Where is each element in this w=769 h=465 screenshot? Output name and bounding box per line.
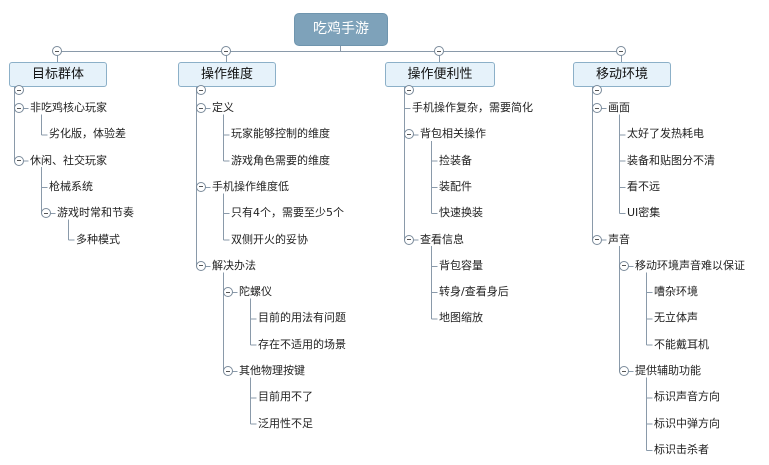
category-topic[interactable]: 目标群体 [9, 62, 107, 87]
root-topic[interactable]: 吃鸡手游 [294, 13, 388, 46]
collapse-toggle-icon[interactable] [223, 366, 233, 376]
topic-node[interactable]: 枪械系统 [49, 179, 93, 193]
topic-node[interactable]: 非吃鸡核心玩家 [30, 101, 107, 114]
topic-node[interactable]: 泛用性不足 [258, 416, 313, 430]
collapse-toggle-icon[interactable] [221, 46, 231, 56]
topic-node[interactable]: 休闲、社交玩家 [30, 153, 107, 167]
topic-node[interactable]: 标识击杀者 [654, 442, 709, 456]
collapse-toggle-icon[interactable] [223, 287, 233, 298]
collapse-toggle-icon[interactable] [196, 260, 206, 271]
topic-node[interactable]: 捡装备 [439, 153, 472, 167]
topic-node[interactable]: 玩家能够控制的维度 [231, 127, 330, 141]
topic-node[interactable]: 目前的用法有问题 [258, 311, 346, 325]
topic-node[interactable]: 手机操作维度低 [212, 179, 289, 193]
topic-node[interactable]: 其他物理按键 [239, 364, 305, 377]
topic-node[interactable]: 太好了发热耗电 [627, 127, 704, 141]
topic-node[interactable]: UI密集 [627, 206, 661, 220]
collapse-toggle-icon[interactable] [592, 103, 602, 113]
topic-node[interactable]: 地图缩放 [439, 311, 483, 325]
category-topic[interactable]: 操作维度 [178, 62, 276, 87]
collapse-toggle-icon[interactable] [619, 260, 629, 271]
topic-node[interactable]: 定义 [212, 101, 234, 114]
collapse-toggle-icon[interactable] [616, 46, 626, 56]
topic-node[interactable]: 看不远 [627, 179, 660, 193]
topic-node[interactable]: 背包相关操作 [420, 127, 486, 141]
topic-node[interactable]: 解决办法 [212, 258, 256, 272]
topic-node[interactable]: 不能戴耳机 [654, 337, 709, 351]
collapse-toggle-icon[interactable] [14, 103, 24, 113]
collapse-toggle-icon[interactable] [592, 85, 602, 95]
topic-node[interactable]: 标识声音方向 [654, 390, 720, 404]
topic-node[interactable]: 提供辅助功能 [635, 364, 701, 377]
topic-node[interactable]: 目前用不了 [258, 390, 313, 404]
collapse-toggle-icon[interactable] [52, 46, 62, 56]
topic-node[interactable]: 双侧开火的妥协 [231, 232, 308, 246]
topic-node[interactable]: 多种模式 [76, 232, 120, 246]
collapse-toggle-icon[interactable] [404, 129, 414, 140]
topic-node[interactable]: 画面 [608, 101, 630, 114]
topic-node[interactable]: 快速换装 [439, 206, 483, 220]
topic-node[interactable]: 装配件 [439, 179, 472, 193]
topic-node[interactable]: 移动环境声音难以保证 [635, 258, 745, 272]
category-topic[interactable]: 操作便利性 [385, 62, 495, 87]
collapse-toggle-icon[interactable] [404, 85, 414, 95]
topic-node[interactable]: 游戏时常和节奏 [57, 206, 134, 220]
topic-node[interactable]: 背包容量 [439, 258, 483, 272]
topic-node[interactable]: 声音 [608, 232, 630, 246]
topic-node[interactable]: 存在不适用的场景 [258, 337, 346, 351]
collapse-toggle-icon[interactable] [196, 85, 206, 95]
collapse-toggle-icon[interactable] [41, 208, 51, 219]
topic-node[interactable]: 查看信息 [420, 232, 464, 246]
collapse-toggle-icon[interactable] [404, 234, 414, 245]
collapse-toggle-icon[interactable] [196, 181, 206, 192]
topic-node[interactable]: 陀螺仪 [239, 285, 272, 299]
collapse-toggle-icon[interactable] [196, 103, 206, 113]
topic-node[interactable]: 劣化版，体验差 [49, 127, 126, 141]
topic-node[interactable]: 无立体声 [654, 311, 698, 325]
topic-node[interactable]: 装备和贴图分不清 [627, 153, 715, 167]
collapse-toggle-icon[interactable] [14, 155, 24, 166]
topic-node[interactable]: 手机操作复杂，需要简化 [412, 101, 533, 114]
collapse-toggle-icon[interactable] [434, 46, 444, 56]
collapse-toggle-icon[interactable] [619, 366, 629, 376]
topic-node[interactable]: 标识中弹方向 [654, 416, 720, 430]
topic-node[interactable]: 转身/查看身后 [439, 285, 509, 299]
topic-node[interactable]: 游戏角色需要的维度 [231, 153, 330, 167]
category-topic[interactable]: 移动环境 [573, 62, 671, 87]
topic-node[interactable]: 嘈杂环境 [654, 285, 698, 299]
topic-node[interactable]: 只有4个，需要至少5个 [231, 206, 344, 220]
collapse-toggle-icon[interactable] [14, 85, 24, 95]
collapse-toggle-icon[interactable] [592, 234, 602, 245]
